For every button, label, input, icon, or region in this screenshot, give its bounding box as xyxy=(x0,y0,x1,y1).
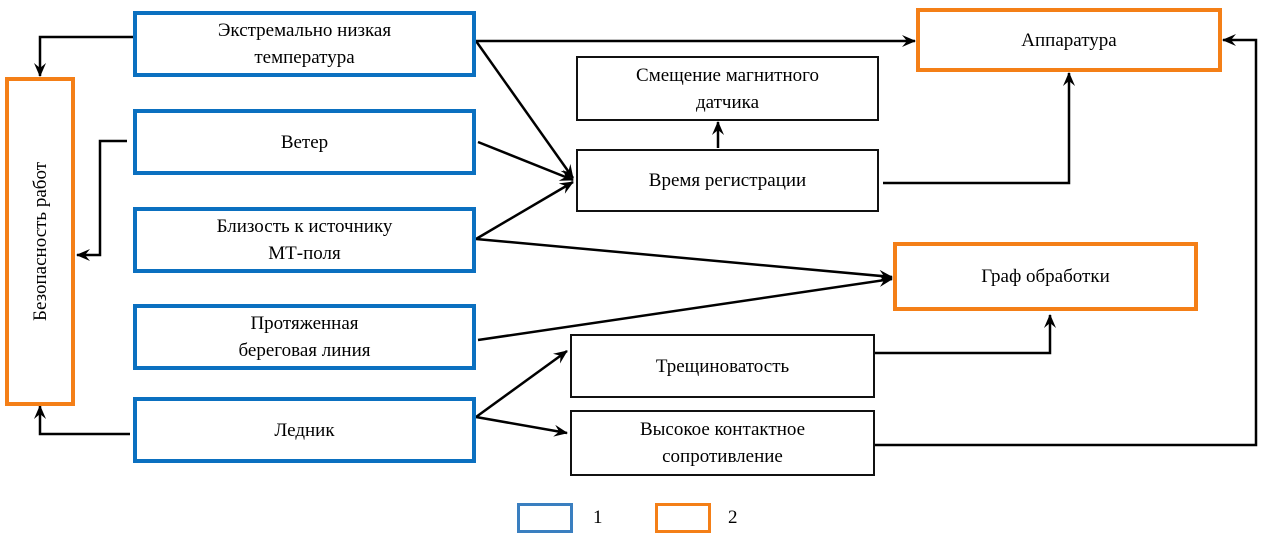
node-sensor-shift-line-2: датчика xyxy=(695,91,759,113)
node-contact-res: Высокое контактное сопротивление xyxy=(570,410,875,476)
node-low-temp-line-1: Экстремально низкая xyxy=(217,20,392,41)
edge-mt-source-to-processing xyxy=(475,237,893,282)
node-safety-label: Безопасность работ xyxy=(29,162,51,321)
node-glacier-label: Ледник xyxy=(274,419,335,441)
node-fracturing: Трещиноватость xyxy=(570,334,875,398)
node-low-temp: Экстремально низкая температура xyxy=(133,11,476,77)
node-mt-source: Близость к источнику МТ-поля xyxy=(133,207,476,273)
node-mt-source-line-1: Близость к источнику xyxy=(216,216,393,237)
node-equipment: Аппаратура xyxy=(916,8,1222,72)
edge-glacier-to-contact-res xyxy=(475,415,568,437)
node-sensor-shift: Смещение магнитного датчика xyxy=(576,56,879,121)
node-reg-time-label: Время регистрации xyxy=(648,170,807,191)
node-wind: Ветер xyxy=(133,109,476,175)
node-reg-time: Время регистрации xyxy=(576,149,879,212)
node-contact-res-line-2: сопротивление xyxy=(662,446,783,467)
node-wind-label: Ветер xyxy=(280,131,329,153)
node-sensor-shift-line-1: Смещение магнитного xyxy=(636,64,819,86)
node-glacier: Ледник xyxy=(133,397,476,463)
node-low-temp-line-2: температура xyxy=(254,47,355,68)
node-fracturing-label: Трещиноватость xyxy=(655,355,790,377)
legend-swatch-1 xyxy=(517,503,573,533)
node-safety: Безопасность работ xyxy=(5,77,75,406)
legend-swatch-2 xyxy=(655,503,711,533)
edge-wind-to-safety xyxy=(76,139,127,261)
edge-fracturing-to-processing xyxy=(875,314,1056,355)
node-processing-label: Граф обработки xyxy=(981,266,1110,287)
edge-contact-res-to-equipment xyxy=(875,34,1258,447)
edge-coastline-to-processing xyxy=(477,274,893,342)
edge-glacier-to-fracturing xyxy=(475,349,568,419)
node-processing: Граф обработки xyxy=(893,242,1198,311)
legend-label-1: 1 xyxy=(593,507,603,528)
node-coastline: Протяженная береговая линия xyxy=(133,304,476,370)
edge-mt-source-to-reg-time xyxy=(475,180,574,241)
edge-wind-to-reg-time xyxy=(477,140,574,182)
node-coastline-line-2: береговая линия xyxy=(238,340,371,361)
node-coastline-line-1: Протяженная xyxy=(250,313,359,334)
edge-low-temp-to-safety xyxy=(34,35,133,77)
node-equipment-label: Аппаратура xyxy=(1021,29,1117,51)
node-mt-source-line-2: МТ-поля xyxy=(268,243,341,264)
edge-glacier-to-safety xyxy=(34,405,130,436)
node-contact-res-line-1: Высокое контактное xyxy=(639,419,806,440)
legend-label-2: 2 xyxy=(728,507,738,528)
edge-reg-time-to-equipment xyxy=(883,72,1075,185)
edge-low-temp-to-reg-time xyxy=(474,40,575,179)
